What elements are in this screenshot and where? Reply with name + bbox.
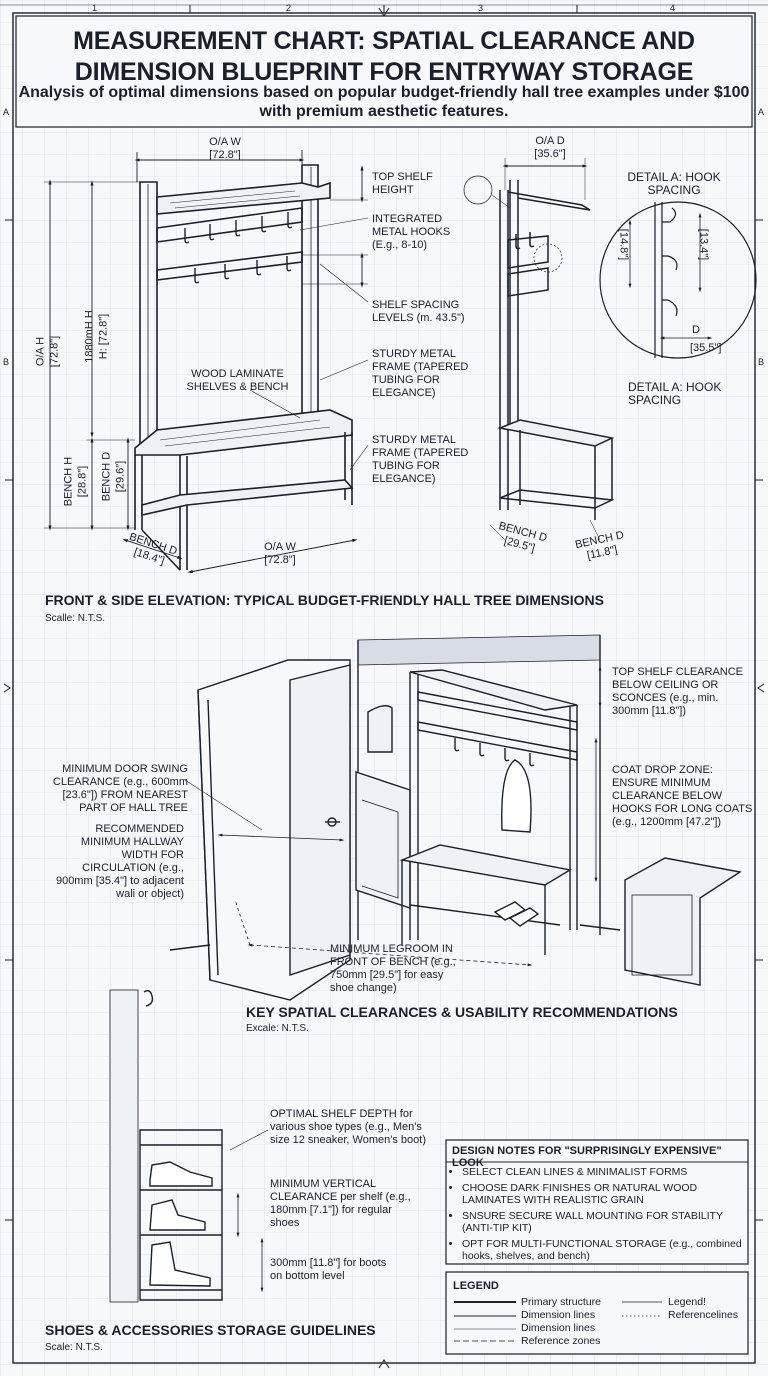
grid-ref-4: 4 — [670, 3, 676, 13]
legend-item-legend: Legend! — [668, 1296, 706, 1308]
grid-ref-b-left: B — [3, 357, 10, 367]
legend-title: LEGEND — [453, 1280, 499, 1292]
detail-d-label: D — [692, 324, 700, 336]
grid-ref-a-left: A — [3, 107, 10, 117]
detail-spacing-value-2: [13.4"] — [697, 228, 710, 261]
front-dimension-lines — [44, 150, 369, 574]
ow-top-label: O/A W[72.8"] — [209, 136, 241, 161]
side-dimension-lines — [463, 158, 601, 541]
sheet-border — [0, 4, 768, 1369]
ow-bottom-label: O/A W[72.8"] — [264, 541, 296, 566]
detail-d-value: [35.5"] — [690, 342, 722, 354]
height-in-label: H: [72.8"] — [97, 313, 110, 360]
clearance-dimension-lines — [184, 665, 602, 967]
design-notes-box — [445, 1139, 749, 1265]
shelf-depth-label: OPTIMAL SHELF DEPTH for various shoe typ… — [270, 1108, 426, 1146]
grid-ref-a-right: A — [758, 107, 765, 117]
bench-h-label: BENCH H — [62, 456, 75, 507]
design-note-item: SNSURE SECURE WALL MOUNTING FOR STABILIT… — [462, 1210, 744, 1235]
hallway-width-label: RECOMMENDED MINIMUM HALLWAY WIDTH FOR CI… — [55, 823, 184, 900]
legroom-label: MINIMUM LEGROOM IN FRONT OF BENCH (e.g.,… — [330, 943, 456, 994]
legend-item-reference-lines: Referencelines — [668, 1309, 739, 1321]
section-front-side-scale: Scalle: N.T.S. — [45, 613, 106, 624]
legend-item-dimension-1: Dimension lines — [521, 1309, 596, 1321]
grid-ref-b-right: B — [758, 357, 765, 367]
top-shelf-height-label: TOP SHELF HEIGHT — [372, 171, 433, 196]
coat-drop-zone-label: COAT DROP ZONE: ENSURE MINIMUM CLEARANCE… — [612, 764, 753, 828]
boots-level-label: 300mm [11.8"] for boots on bottom level — [270, 1257, 387, 1282]
section-clearances-scale: Excale: N.T.S. — [246, 1023, 309, 1034]
detail-a-title: DETAIL A: HOOK SPACING — [627, 170, 721, 197]
legend-item-reference-zones: Reference zones — [521, 1335, 601, 1347]
legend-item-primary: Primary structure — [521, 1296, 601, 1308]
grid-ref-1: 1 — [92, 3, 98, 13]
grid-ref-3: 3 — [478, 3, 484, 13]
oa-h-label: O/A H — [34, 336, 47, 367]
shoe-storage-section — [109, 989, 269, 1303]
page-subtitle: Analysis of optimal dimensions based on … — [18, 84, 750, 120]
vertical-clearance-label: MINIMUM VERTICAL CLEARANCE per shelf (e.… — [270, 1178, 411, 1229]
oa-d-label: O/A D[35.6"] — [534, 135, 566, 160]
section-shoes-heading: SHOES & ACCESSORIES STORAGE GUIDELINES — [45, 1322, 376, 1338]
side-hall-tree — [497, 180, 615, 520]
design-note-item: OPT FOR MULTI-FUNCTIONAL STORAGE (e.g., … — [462, 1238, 744, 1263]
metal-frame-label-2: STURDY METAL FRAME (TAPERED TUBING FOR E… — [372, 434, 469, 485]
top-shelf-clearance-label: TOP SHELF CLEARANCE BELOW CEILING OR SCO… — [612, 666, 744, 717]
legend-item-dimension-2: Dimension lines — [521, 1322, 596, 1334]
grid-ref-2: 2 — [286, 3, 292, 13]
page-title: MEASUREMENT CHART: SPATIAL CLEARANCE AND… — [73, 27, 695, 86]
design-note-item: CHOOSE DARK FINISHES OR NATURAL WOOD LAM… — [462, 1182, 744, 1207]
height-mm-label: 1880mH H — [83, 310, 96, 363]
section-shoes-scale: Scale: N.T.S. — [45, 1342, 103, 1353]
metal-frame-label-1: STURDY METAL FRAME (TAPERED TUBING FOR E… — [372, 348, 469, 399]
legend-swatches — [454, 1301, 662, 1342]
detail-a-caption: DETAIL A: HOOK SPACING — [628, 380, 722, 407]
shelf-spacing-label: SHELF SPACING LEVELS (m. 43.5") — [372, 299, 465, 324]
oa-h-value: [72.8"] — [48, 335, 61, 368]
detail-hook-circle — [599, 201, 757, 359]
legend-box — [445, 1271, 749, 1355]
design-notes-title: DESIGN NOTES FOR "SURPRISINGLY EXPENSIVE… — [452, 1145, 722, 1169]
section-clearances-heading: KEY SPATIAL CLEARANCES & USABILITY RECOM… — [246, 1004, 678, 1020]
wood-laminate-label: WOOD LAMINATE SHELVES & BENCH — [186, 368, 289, 393]
bench-d-vertical-value: [29.6"] — [114, 460, 127, 493]
detail-spacing-value-1: [14.8"] — [617, 228, 630, 261]
integrated-hooks-label: INTEGRATED METAL HOOKS (E.g., 8-10) — [372, 213, 451, 251]
bench-h-value: [28.8"] — [76, 465, 89, 498]
section-front-side-heading: FRONT & SIDE ELEVATION: TYPICAL BUDGET-F… — [45, 592, 605, 608]
clearance-scene — [169, 634, 742, 1001]
front-hall-tree — [134, 164, 354, 571]
design-notes-list: SELECT CLEAN LINES & MINIMALIST FORMS CH… — [450, 1166, 744, 1266]
bench-d-vertical-label: BENCH D — [100, 451, 113, 502]
door-swing-label: MINIMUM DOOR SWING CLEARANCE (e.g., 600m… — [52, 763, 188, 814]
design-note-item: SELECT CLEAN LINES & MINIMALIST FORMS — [462, 1166, 744, 1179]
